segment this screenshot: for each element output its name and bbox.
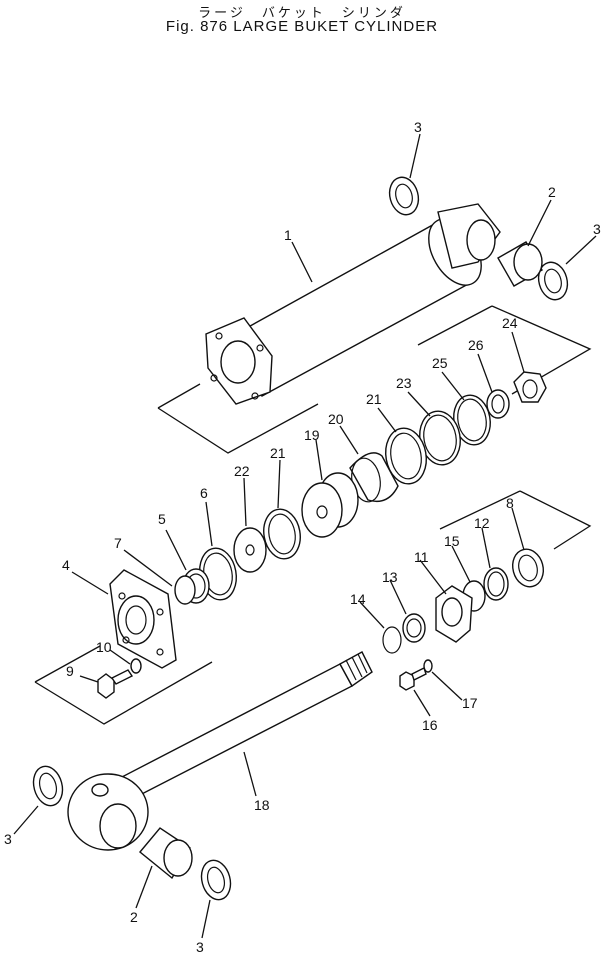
callout-20: 20 [328, 411, 344, 427]
callout-18: 18 [254, 797, 270, 813]
callout-15: 15 [444, 533, 460, 549]
callout-6: 6 [200, 485, 208, 501]
callout-16: 16 [422, 717, 438, 733]
title-japanese: ラージ バケット シリンダ [198, 6, 406, 21]
callout-4: 4 [62, 557, 70, 573]
seal-part-8 [511, 548, 545, 588]
piston-rod-part-18 [67, 651, 373, 851]
callout-17: 17 [462, 695, 478, 711]
callout-24: 24 [502, 315, 518, 331]
callout-3: 3 [196, 939, 204, 954]
washer-part-22 [233, 527, 267, 573]
callout-3: 3 [593, 221, 601, 237]
callout-2: 2 [548, 184, 556, 200]
callout-3: 3 [4, 831, 12, 847]
nut-part-24 [513, 371, 547, 403]
callout-23: 23 [396, 375, 412, 391]
callout-2: 2 [130, 909, 138, 925]
bolt-part-16 [399, 667, 427, 691]
callout-19: 19 [304, 427, 320, 443]
callout-21: 21 [270, 445, 286, 461]
seal-part-3-right [537, 261, 569, 301]
piston-part-19 [301, 472, 359, 538]
seal-part-3-bottom [200, 859, 232, 901]
callout-21: 21 [366, 391, 382, 407]
callout-8: 8 [506, 495, 514, 511]
cylinder-head-part-4 [109, 569, 177, 669]
ring-part-20 [349, 452, 399, 503]
callout-10: 10 [96, 639, 112, 655]
callout-14: 14 [350, 591, 366, 607]
callout-26: 26 [468, 337, 484, 353]
callout-labels: 3 1 2 3 24 26 25 23 21 20 19 21 22 6 5 7… [4, 119, 601, 954]
callout-5: 5 [158, 511, 166, 527]
ring-part-12 [483, 567, 509, 601]
callout-12: 12 [474, 515, 490, 531]
callout-1: 1 [284, 227, 292, 243]
callout-7: 7 [114, 535, 122, 551]
callout-25: 25 [432, 355, 448, 371]
callout-3: 3 [414, 119, 422, 135]
seal-part-3-top [388, 176, 420, 216]
callout-13: 13 [382, 569, 398, 585]
callout-11: 11 [414, 549, 429, 565]
ring-part-26 [486, 389, 510, 419]
washer-part-10 [130, 658, 142, 674]
bolt-part-9 [97, 669, 134, 699]
cylinder-tube [205, 203, 501, 405]
ring-part-23 [419, 410, 461, 466]
ring-part-25 [453, 394, 491, 446]
ring-part-21-lower [263, 508, 301, 560]
seal-part-3-left [32, 765, 64, 807]
washer-part-17 [423, 659, 433, 673]
figure-title: Fig. 876 LARGE BUKET CYLINDER [165, 18, 439, 35]
bushing-part-2-top [497, 241, 543, 287]
ring-part-21-upper [385, 427, 427, 485]
bushing-part-2-bottom [139, 827, 193, 880]
ring-part-13 [402, 613, 426, 643]
ring-part-14 [382, 626, 402, 654]
ring-part-7 [174, 575, 196, 605]
leader-lines [13, 133, 597, 939]
flange-part-11 [435, 585, 473, 643]
callout-9: 9 [66, 663, 74, 679]
callout-22: 22 [234, 463, 250, 479]
